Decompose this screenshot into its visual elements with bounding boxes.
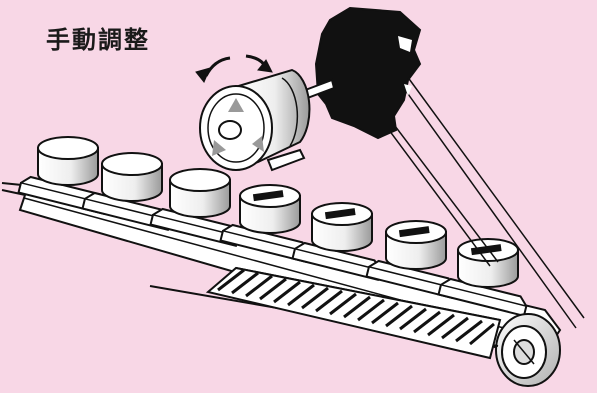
sensor-housing xyxy=(314,6,422,140)
bottle-caps xyxy=(37,136,519,288)
rotation-arrow-icon xyxy=(195,54,273,83)
page-title: 手動調整 xyxy=(46,26,150,54)
cap-3 xyxy=(169,168,231,218)
cap-2 xyxy=(101,152,163,202)
drive-belt xyxy=(385,71,585,329)
cap-5-marked xyxy=(311,202,373,252)
cap-4-marked xyxy=(239,184,301,234)
cap-6-marked xyxy=(385,220,447,270)
cap-1 xyxy=(37,136,99,186)
cap-7-marked xyxy=(457,238,519,288)
adjustment-knob xyxy=(199,68,311,172)
return-belt xyxy=(149,266,502,360)
drive-roller xyxy=(495,313,561,387)
